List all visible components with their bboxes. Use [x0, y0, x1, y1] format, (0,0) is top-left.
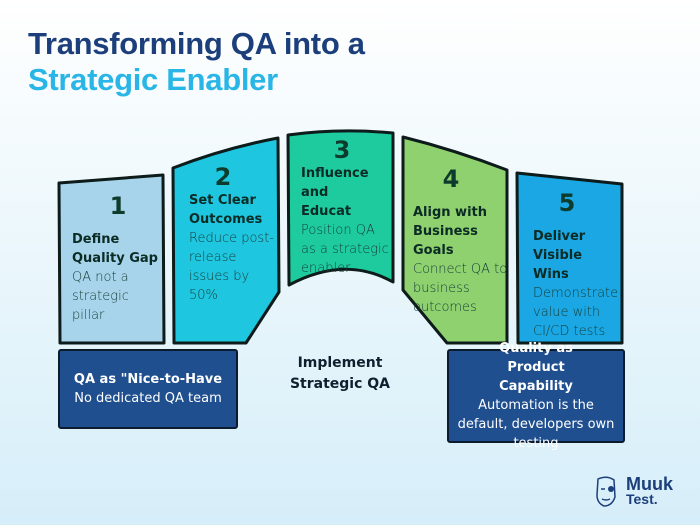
logo-word-2: Test.: [626, 491, 658, 507]
step-number: 5: [558, 189, 576, 217]
step-description: QA not a strategic pillar: [72, 270, 129, 323]
current-state-box: QA as "Nice-to-Have No dedicated QA team: [58, 349, 238, 429]
step-2: 2 Set Clear Outcomes Reduce post-release…: [189, 163, 277, 305]
center-label: Implement Strategic QA: [289, 355, 391, 392]
title-line-2: Strategic Enabler: [28, 62, 278, 97]
step-number: 2: [214, 163, 232, 191]
step-heading: Align with Business Goals: [413, 205, 487, 258]
current-state-heading: QA as "Nice-to-Have: [73, 372, 223, 387]
step-2-panel: [171, 136, 281, 345]
page-title: Transforming QA into a Strategic Enabler: [28, 26, 365, 98]
step-heading: Influence and Educat: [301, 166, 369, 219]
current-state-description: No dedicated QA team: [74, 391, 222, 406]
step-4: 4 Align with Business Goals Connect QA t…: [413, 165, 509, 317]
step-3: 3 Influence and Educat Position QA as a …: [301, 136, 393, 278]
step-number: 1: [109, 192, 127, 220]
step-3-panel: [286, 129, 395, 287]
target-state-description: Automation is the default, developers ow…: [457, 398, 615, 451]
step-description: Connect QA to business outcomes: [413, 262, 508, 315]
step-description: Reduce post-release issues by 50%: [189, 231, 274, 303]
step-heading: Deliver Visible Wins: [533, 229, 586, 282]
step-5: 5 Deliver Visible Wins Demonstrate value…: [533, 189, 621, 341]
step-description: Demonstrate value with CI/CD tests: [533, 286, 619, 339]
target-state-heading: Quality as Product Capability: [499, 341, 573, 394]
title-line-1: Transforming QA into a: [28, 26, 365, 61]
step-number: 4: [442, 165, 460, 193]
logo-word-1: Muuk: [626, 474, 673, 494]
step-4-panel: [401, 135, 509, 345]
step-heading: Set Clear Outcomes: [189, 193, 263, 227]
face-logo-icon: [596, 476, 616, 507]
step-heading: Define Quality Gap: [72, 232, 158, 266]
step-5-panel: [515, 171, 624, 345]
step-number: 3: [333, 136, 351, 164]
muuktest-logo: Muuk Test.: [592, 475, 673, 509]
step-1: 1 Define Quality Gap QA not a strategic …: [72, 192, 164, 325]
target-state-box: Quality as Product Capability Automation…: [447, 341, 625, 451]
step-description: Position QA as a strategic enabler: [301, 223, 389, 276]
step-1-panel: [57, 173, 166, 345]
